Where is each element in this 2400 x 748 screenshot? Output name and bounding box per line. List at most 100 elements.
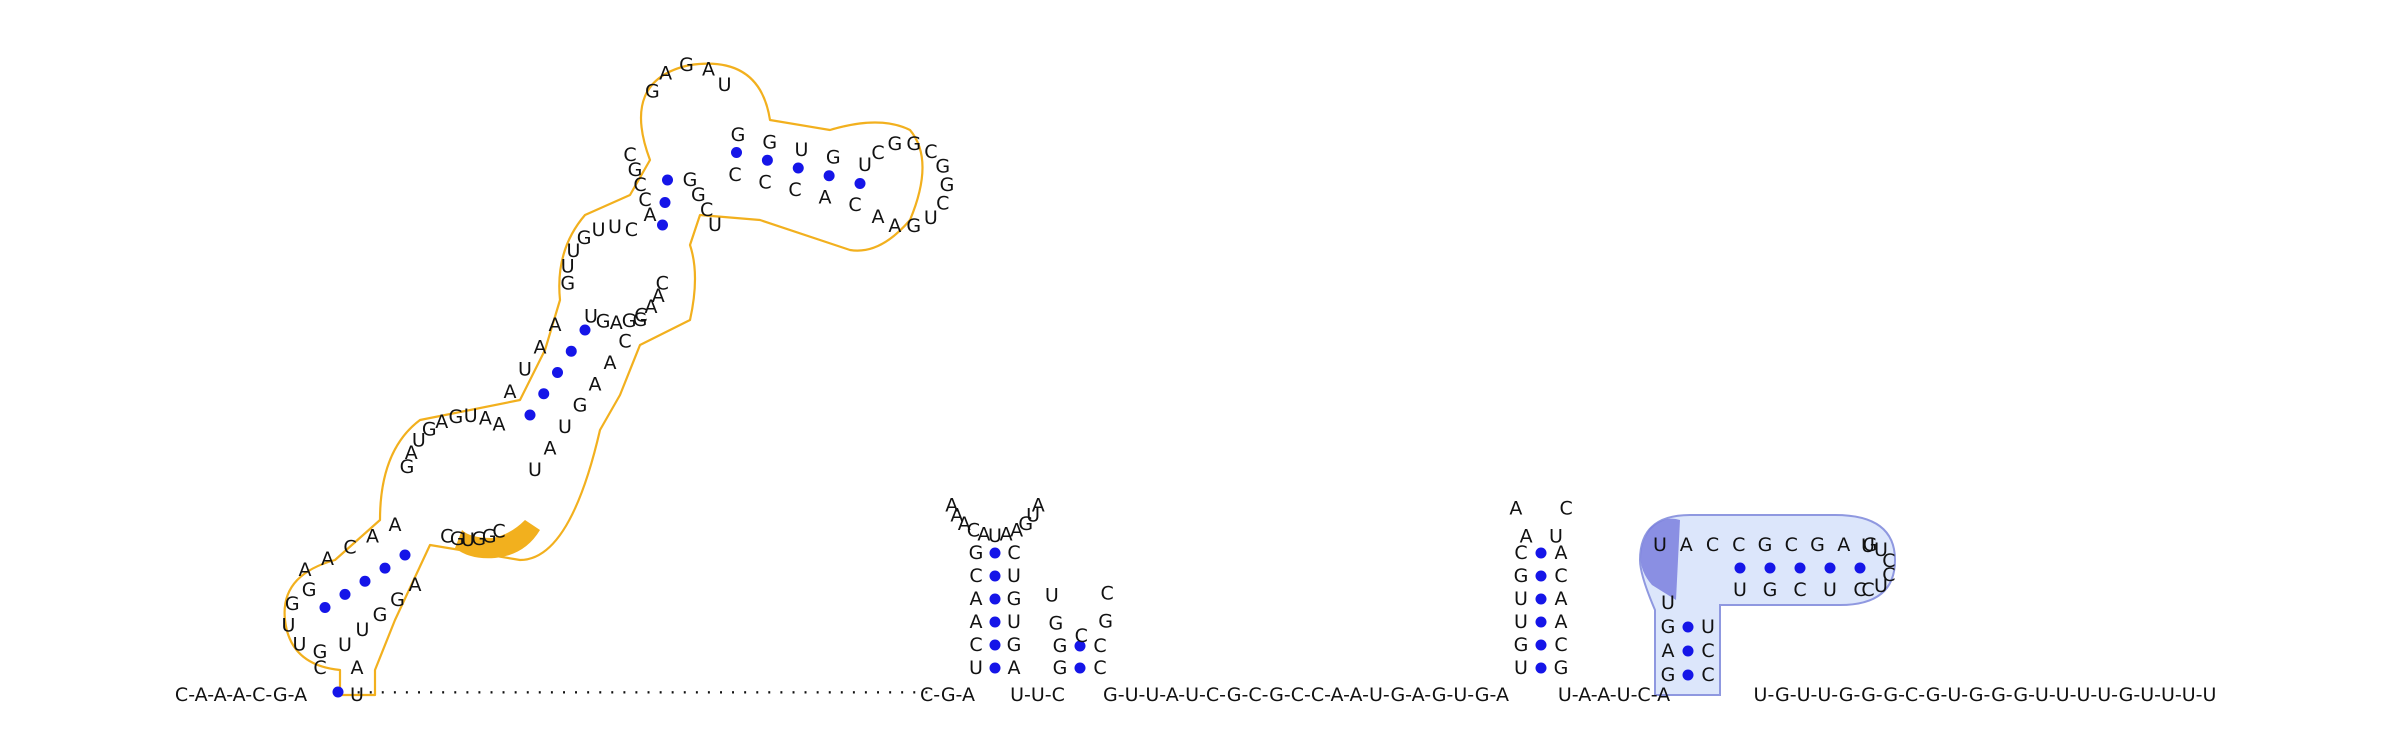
loop-base: U — [292, 634, 306, 656]
stem-base: A — [604, 352, 617, 374]
stem-base: C — [343, 537, 356, 559]
base-pair-dot — [1764, 562, 1776, 574]
stem-base: G — [1053, 657, 1068, 679]
base-pair-dot — [1682, 669, 1694, 681]
stem-base: C — [728, 164, 741, 186]
loop-base: C — [492, 521, 505, 543]
loop-base: A — [702, 59, 715, 81]
loop-base: C — [1075, 625, 1088, 647]
loop-base: G — [313, 641, 328, 663]
stem-base: C — [1793, 579, 1806, 601]
loop-base: G — [906, 215, 921, 237]
stem-base: A — [970, 611, 983, 633]
stem-base: A — [589, 373, 602, 395]
stem-base: U — [1514, 588, 1528, 610]
loop-base: U — [1026, 505, 1040, 527]
base-pair-dot — [579, 324, 591, 336]
loop-base: G — [906, 133, 921, 155]
stem-base: C — [1701, 664, 1714, 686]
stem-base: U — [1661, 592, 1675, 614]
loop-base: A — [958, 513, 971, 535]
loop-base: G — [422, 419, 437, 441]
loop-base: C — [634, 304, 647, 326]
stem-base: U — [1007, 565, 1021, 587]
base-pair-dot — [1535, 662, 1547, 674]
stem-base: C — [1706, 534, 1719, 556]
stem-base: G — [1053, 635, 1068, 657]
stem-base: G — [691, 184, 706, 206]
sequence-segment: C-G-A — [920, 684, 975, 706]
loop-base: U — [1861, 535, 1875, 557]
stem-base: U — [1007, 611, 1021, 633]
stem-base: G — [390, 589, 405, 611]
base-pair-dot — [854, 178, 866, 189]
base-pair-dot — [989, 639, 1001, 651]
stem-base: U — [1733, 579, 1747, 601]
stem-base: G — [1810, 534, 1825, 556]
loop-base: G — [449, 406, 464, 428]
stem-base: U — [528, 459, 542, 481]
loop-base: G — [577, 227, 592, 249]
base-pair-dot — [662, 174, 673, 186]
stem-base: U — [969, 657, 983, 679]
stem-base: G — [633, 309, 648, 331]
stem-base: G — [1661, 616, 1676, 638]
stem-base: G — [1661, 664, 1676, 686]
base-pair-dot — [379, 562, 391, 574]
stem-base: G — [1514, 565, 1529, 587]
stem-base: C — [1732, 534, 1745, 556]
stem-base: A — [321, 548, 334, 570]
loop-base: U — [1874, 539, 1888, 561]
loop-base: G — [482, 525, 497, 547]
pseudoknot-highlight — [1640, 518, 1680, 600]
stem-base: A — [1680, 534, 1693, 556]
stem-base: A — [299, 559, 312, 581]
stem-base: G — [683, 169, 698, 191]
loop-base: C — [924, 141, 937, 163]
base-pair-dot — [823, 170, 835, 182]
loop-base: G — [1048, 613, 1063, 635]
stem-base: U — [795, 139, 809, 161]
base-pair-dot — [659, 197, 671, 208]
stem-base: A — [644, 204, 657, 226]
loop-base: U — [592, 219, 606, 241]
sequence-right-tail: U-G-U-U-G-G-G-C-G-U-G-G-G-U-U-U-U-G-U-U-… — [1754, 684, 2217, 706]
loop-base: A — [652, 285, 665, 307]
stem-base: G — [1514, 634, 1529, 656]
domain-highlights — [283, 62, 1897, 697]
loop-base: A — [479, 407, 492, 429]
stem-base: A — [351, 657, 364, 679]
base-pair-dot — [761, 154, 773, 166]
stem-base: C — [700, 199, 713, 221]
stem-base: C — [638, 189, 651, 211]
stem-base: C — [1007, 542, 1020, 564]
stem-base: C — [969, 634, 982, 656]
sequence-segment: U-A-A-U-C-A — [1558, 684, 1670, 706]
stem-base: G — [628, 159, 643, 181]
loop-base: C — [1882, 550, 1895, 572]
stem-base: G — [1007, 588, 1022, 610]
loop-base: C — [1861, 579, 1874, 601]
loop-base: G — [285, 593, 300, 615]
stem-base: A — [819, 187, 832, 209]
base-pair-dot — [1535, 547, 1547, 559]
base-pair-dot — [1824, 562, 1836, 574]
stem-base: A — [1008, 657, 1021, 679]
stem-base: A — [1837, 534, 1850, 556]
loop-base: C — [625, 219, 638, 241]
loop-base: G — [1018, 513, 1033, 535]
base-pair-dot — [1854, 562, 1866, 574]
loop-base: U — [282, 615, 296, 637]
stem-base: A — [366, 525, 379, 547]
base-pair-dot — [332, 686, 344, 698]
sequence-base: U — [350, 684, 364, 706]
stem-base: G — [731, 124, 746, 146]
sequence-segment: U-U-C — [1010, 684, 1065, 706]
loop-base: G — [302, 579, 317, 601]
loop-base: C — [936, 192, 949, 214]
loop-base: A — [644, 296, 657, 318]
base-pair-dot — [1682, 645, 1694, 657]
stem-base: A — [1555, 542, 1568, 564]
